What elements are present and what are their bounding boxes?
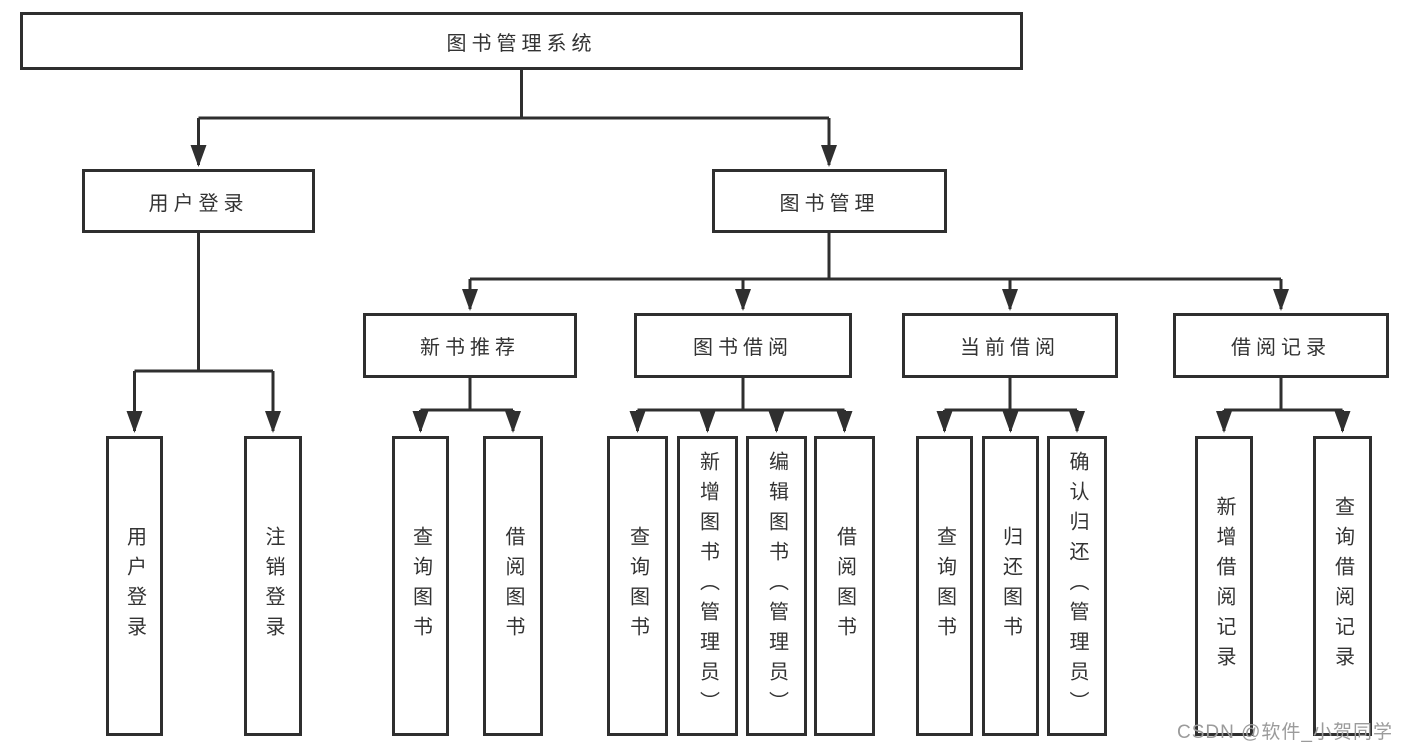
leaf-add-book-admin: 新增图书（管理员） bbox=[677, 436, 738, 736]
leaf-query-books-recommend-label: 查询图书 bbox=[409, 526, 432, 646]
node-book-management-label: 图书管理 bbox=[779, 192, 880, 215]
leaf-query-borrow-record: 查询借阅记录 bbox=[1313, 436, 1372, 736]
watermark-text: CSDN @软件_小贺同学 bbox=[1177, 722, 1393, 743]
node-new-book-recommend: 新书推荐 bbox=[363, 313, 577, 378]
leaf-borrow-books-recommend: 借阅图书 bbox=[483, 436, 543, 736]
node-root: 图书管理系统 bbox=[20, 12, 1023, 70]
leaf-confirm-return-admin: 确认归还（管理员） bbox=[1047, 436, 1107, 736]
leaf-return-book: 归还图书 bbox=[982, 436, 1039, 736]
node-root-label: 图书管理系统 bbox=[446, 32, 597, 55]
node-current-borrowing-label: 当前借阅 bbox=[960, 337, 1060, 359]
leaf-borrow-books-recommend-label: 借阅图书 bbox=[502, 526, 524, 646]
node-current-borrowing: 当前借阅 bbox=[902, 313, 1118, 378]
leaf-query-books-current: 查询图书 bbox=[916, 436, 973, 736]
node-user-login-label: 用户登录 bbox=[148, 192, 249, 215]
leaf-query-borrow-record-label: 查询借阅记录 bbox=[1331, 496, 1354, 676]
node-new-book-recommend-label: 新书推荐 bbox=[420, 337, 520, 359]
leaf-edit-book-admin: 编辑图书（管理员） bbox=[746, 436, 807, 736]
leaf-borrow-books-borrowing-label: 借阅图书 bbox=[833, 526, 856, 646]
leaf-return-book-label: 归还图书 bbox=[999, 526, 1022, 646]
leaf-query-books-borrowing: 查询图书 bbox=[607, 436, 668, 736]
node-book-borrowing-label: 图书借阅 bbox=[693, 337, 793, 359]
leaf-user-login-label: 用户登录 bbox=[123, 526, 146, 646]
leaf-logout-label: 注销登录 bbox=[262, 526, 284, 646]
node-book-borrowing: 图书借阅 bbox=[634, 313, 852, 378]
leaf-edit-book-admin-label: 编辑图书（管理员） bbox=[765, 451, 788, 721]
leaf-confirm-return-admin-label: 确认归还（管理员） bbox=[1066, 451, 1088, 721]
leaf-add-borrow-record: 新增借阅记录 bbox=[1195, 436, 1253, 736]
leaf-query-books-current-label: 查询图书 bbox=[933, 526, 956, 646]
leaf-query-books-recommend: 查询图书 bbox=[392, 436, 449, 736]
node-user-login: 用户登录 bbox=[82, 169, 315, 233]
leaf-borrow-books-borrowing: 借阅图书 bbox=[814, 436, 875, 736]
node-borrow-records: 借阅记录 bbox=[1173, 313, 1389, 378]
leaf-add-borrow-record-label: 新增借阅记录 bbox=[1213, 496, 1235, 676]
leaf-query-books-borrowing-label: 查询图书 bbox=[626, 526, 649, 646]
leaf-user-login: 用户登录 bbox=[106, 436, 163, 736]
node-book-management: 图书管理 bbox=[712, 169, 947, 233]
leaf-logout: 注销登录 bbox=[244, 436, 302, 736]
leaf-add-book-admin-label: 新增图书（管理员） bbox=[696, 451, 719, 721]
node-borrow-records-label: 借阅记录 bbox=[1231, 337, 1331, 359]
